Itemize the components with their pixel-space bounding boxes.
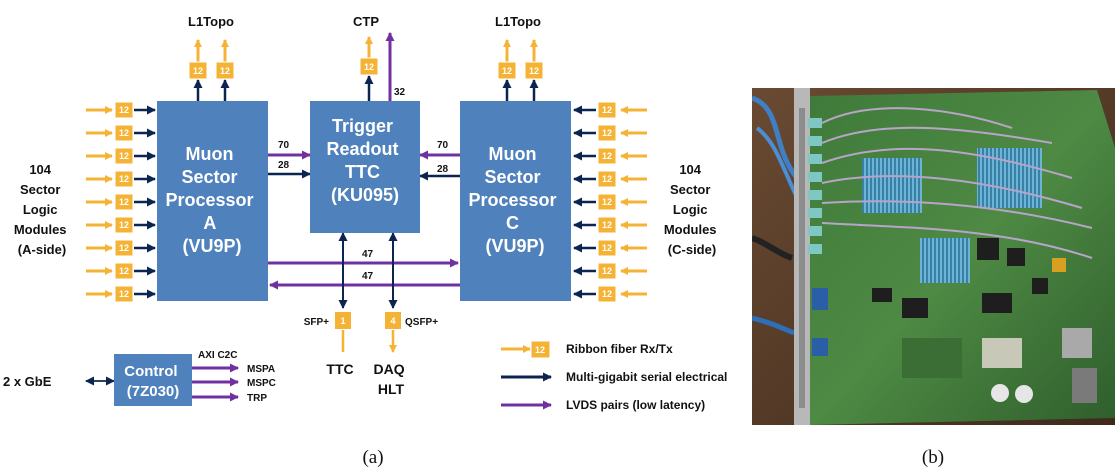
qsfp-badge: 4 <box>385 312 401 329</box>
legend-lvds-label: LVDS pairs (low latency) <box>566 398 705 412</box>
fiber-badge: 12 <box>598 148 616 164</box>
capacitor <box>1015 385 1033 403</box>
legend-fiber-badge: 12 <box>531 341 550 358</box>
l1topo-left-label: L1Topo <box>188 14 234 29</box>
svg-text:12: 12 <box>119 197 129 207</box>
sfp-label: SFP+ <box>304 317 329 328</box>
fiber-badge: 12 <box>189 62 207 79</box>
board-photo <box>752 88 1115 425</box>
fiber-badge: 12 <box>115 194 133 210</box>
svg-text:12: 12 <box>602 243 612 253</box>
a-c-count: 47 <box>362 249 374 260</box>
svg-text:12: 12 <box>602 105 612 115</box>
l1topo-right-label: L1Topo <box>495 14 541 29</box>
mspc-label: MSPC <box>247 378 276 389</box>
axi-c2c-label: AXI C2C <box>198 350 237 361</box>
fiber-badge: 12 <box>115 102 133 118</box>
caption-a: (a) <box>362 447 383 468</box>
left-side-label: 104 Sector Logic Modules (A-side) <box>14 162 70 257</box>
fiber-badge: 12 <box>598 217 616 233</box>
heatsink <box>862 158 922 213</box>
sfp-badge: 1 <box>335 312 351 329</box>
fiber-badge: 12 <box>115 148 133 164</box>
svg-text:12: 12 <box>220 66 230 76</box>
mspa-label: MSPA <box>247 364 275 375</box>
fiber-badge: 12 <box>598 194 616 210</box>
a-trigger-elec-count: 28 <box>278 160 290 171</box>
right-side-label: 104 Sector Logic Modules (C-side) <box>664 162 720 257</box>
fiber-badge: 12 <box>598 263 616 279</box>
svg-text:12: 12 <box>602 289 612 299</box>
svg-text:12: 12 <box>119 128 129 138</box>
fiber-badge: 12 <box>598 125 616 141</box>
caption-b: (b) <box>922 447 944 468</box>
fiber-badge: 12 <box>115 263 133 279</box>
svg-text:12: 12 <box>119 266 129 276</box>
svg-text:12: 12 <box>502 66 512 76</box>
svg-text:12: 12 <box>193 66 203 76</box>
fiber-badge: 12 <box>360 58 378 75</box>
svg-text:12: 12 <box>602 128 612 138</box>
fiber-badge: 12 <box>115 217 133 233</box>
fiber-badge: 12 <box>115 125 133 141</box>
gbe-label: 2 x GbE <box>3 374 52 389</box>
svg-text:12: 12 <box>602 151 612 161</box>
svg-text:12: 12 <box>364 62 374 72</box>
svg-text:12: 12 <box>119 243 129 253</box>
fiber-badge: 12 <box>115 286 133 302</box>
ctp-count: 32 <box>394 87 406 98</box>
svg-text:1: 1 <box>340 316 345 326</box>
c-a-count: 47 <box>362 271 374 282</box>
fiber-badge: 12 <box>216 62 234 79</box>
trp-label: TRP <box>247 393 267 404</box>
svg-text:12: 12 <box>602 197 612 207</box>
fiber-badge: 12 <box>598 102 616 118</box>
fiber-badge: 12 <box>598 286 616 302</box>
legend-electrical-label: Multi-gigabit serial electrical <box>566 370 727 384</box>
ethernet-port <box>812 288 828 310</box>
c-trigger-elec-count: 28 <box>437 164 449 175</box>
ctp-label: CTP <box>353 14 379 29</box>
svg-text:12: 12 <box>529 66 539 76</box>
fiber-badge: 12 <box>115 171 133 187</box>
qsfp-label: QSFP+ <box>405 317 438 328</box>
svg-text:12: 12 <box>602 266 612 276</box>
a-trigger-lvds-count: 70 <box>278 140 290 151</box>
svg-text:12: 12 <box>119 151 129 161</box>
svg-text:4: 4 <box>390 316 395 326</box>
fiber-badge: 12 <box>525 62 543 79</box>
fiber-badge: 12 <box>598 240 616 256</box>
svg-text:12: 12 <box>602 220 612 230</box>
svg-text:12: 12 <box>119 174 129 184</box>
heatsink <box>920 238 970 283</box>
svg-text:12: 12 <box>602 174 612 184</box>
fiber-badge: 12 <box>115 240 133 256</box>
svg-text:12: 12 <box>119 105 129 115</box>
capacitor <box>991 384 1009 402</box>
fiber-badge: 12 <box>498 62 516 79</box>
svg-text:12: 12 <box>119 220 129 230</box>
svg-text:12: 12 <box>119 289 129 299</box>
ttc-label: TTC <box>326 361 353 377</box>
fiber-badge: 12 <box>598 171 616 187</box>
legend-fiber-label: Ribbon fiber Rx/Tx <box>566 342 673 356</box>
daq-hlt-label: DAQ HLT <box>373 361 408 397</box>
svg-text:12: 12 <box>535 345 545 355</box>
c-trigger-lvds-count: 70 <box>437 140 449 151</box>
